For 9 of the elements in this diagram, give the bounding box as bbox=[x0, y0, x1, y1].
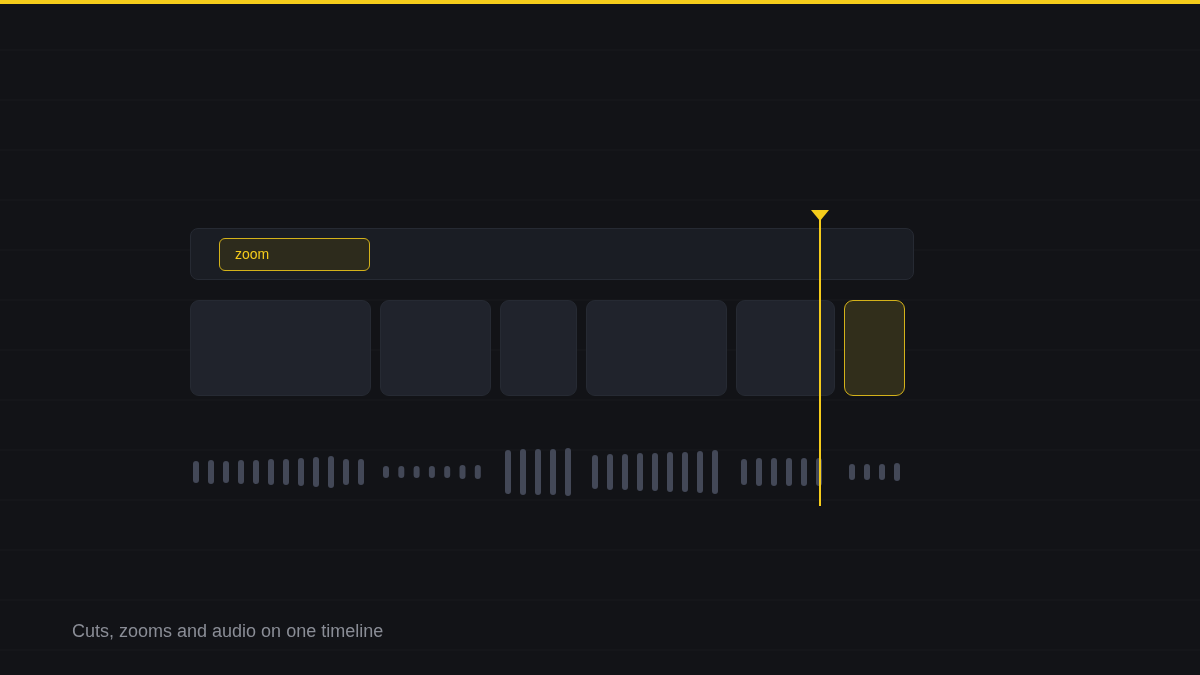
video-clip bbox=[500, 300, 577, 396]
zoom-track bbox=[190, 228, 914, 280]
video-clip bbox=[736, 300, 835, 396]
video-clip bbox=[380, 300, 491, 396]
selected-clip bbox=[844, 300, 905, 396]
caption: Cuts, zooms and audio on one timeline bbox=[72, 620, 384, 643]
video-clip bbox=[190, 300, 371, 396]
zoom-segment: zoom bbox=[219, 238, 370, 271]
video-clip bbox=[586, 300, 727, 396]
